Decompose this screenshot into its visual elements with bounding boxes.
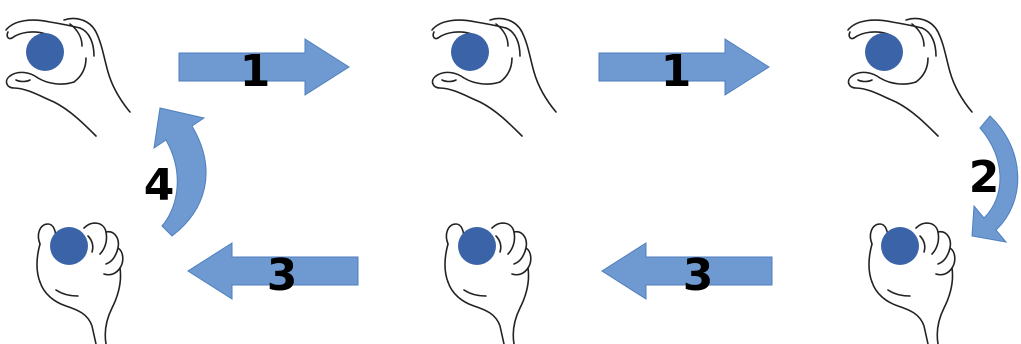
hand-pinch-top-left bbox=[6, 19, 130, 137]
step-3-arrow-b-label: 3 bbox=[683, 250, 714, 301]
step-2-arrow-label: 2 bbox=[969, 152, 1000, 203]
step-1-arrow-a-label: 1 bbox=[240, 46, 271, 97]
step-1-arrow-b-label: 1 bbox=[661, 46, 692, 97]
hand-grip-bottom-left bbox=[37, 223, 123, 344]
ball bbox=[865, 33, 903, 71]
ball bbox=[881, 227, 919, 265]
hand-grip-bottom-right bbox=[869, 223, 955, 344]
ball bbox=[458, 227, 496, 265]
step-4-arrow-label: 4 bbox=[144, 160, 175, 211]
hand-outline bbox=[848, 19, 972, 137]
hand-outline bbox=[6, 19, 130, 137]
hand-pinch-top-middle bbox=[432, 19, 556, 137]
ball bbox=[451, 33, 489, 71]
ball bbox=[50, 227, 88, 265]
hand-pinch-top-right bbox=[848, 19, 972, 137]
hand-grip-bottom-middle bbox=[445, 223, 531, 344]
hand-outline bbox=[432, 19, 556, 137]
labels-layer: 1 1 2 3 3 4 bbox=[144, 46, 1000, 301]
step-3-arrow-a-label: 3 bbox=[267, 250, 298, 301]
ball bbox=[26, 33, 64, 71]
